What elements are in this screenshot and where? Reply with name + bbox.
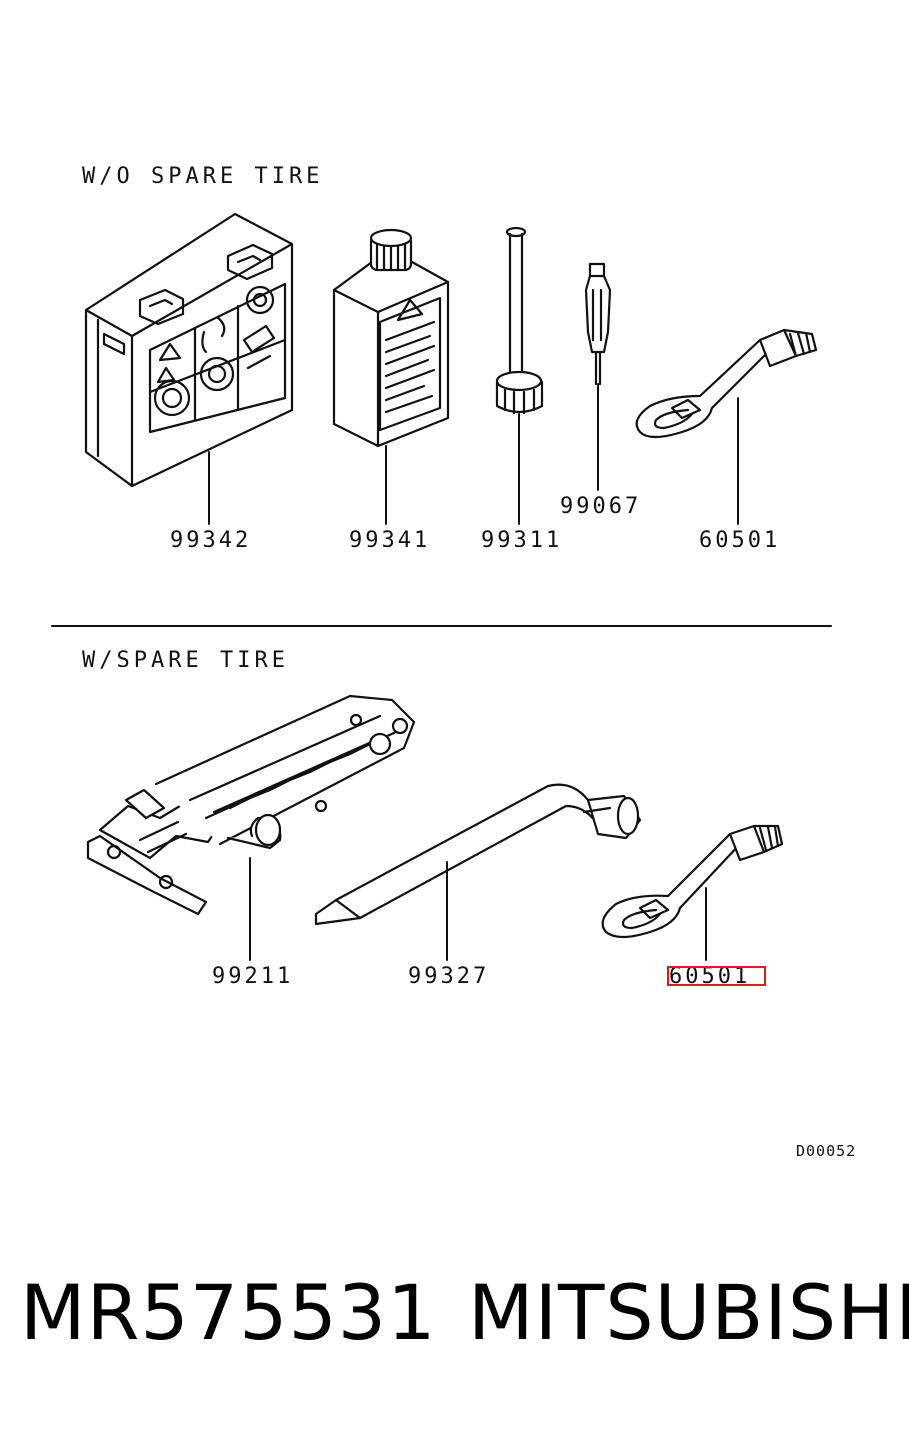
scissor-jack-icon <box>86 694 416 916</box>
part-number-99341[interactable]: 99341 <box>349 528 431 553</box>
valve-core-tool-icon <box>495 226 544 415</box>
highlight-box <box>667 966 766 986</box>
part-number-99327[interactable]: 99327 <box>408 964 490 989</box>
part-number-99342[interactable]: 99342 <box>170 528 252 553</box>
part-number-99211[interactable]: 99211 <box>212 964 294 989</box>
towing-hook-icon <box>635 328 818 439</box>
towing-hook-icon <box>601 824 784 939</box>
part-number-99311[interactable]: 99311 <box>481 528 563 553</box>
footer-brand: MITSUBISHI <box>468 1268 909 1357</box>
part-number-60501[interactable]: 60501 <box>699 528 781 553</box>
part-number-99067[interactable]: 99067 <box>560 494 642 519</box>
footer-part-number: MR575531 <box>20 1268 437 1357</box>
section-title-without-spare: W/O SPARE TIRE <box>82 164 324 189</box>
repair-kit-box-icon <box>84 212 294 488</box>
diagram-code: D00052 <box>796 1142 857 1160</box>
screwdriver-icon <box>584 262 612 386</box>
wheel-wrench-icon <box>314 783 642 926</box>
leader-lines <box>208 383 739 961</box>
section-title-with-spare: W/SPARE TIRE <box>82 648 289 673</box>
sealant-bottle-icon <box>332 228 450 448</box>
